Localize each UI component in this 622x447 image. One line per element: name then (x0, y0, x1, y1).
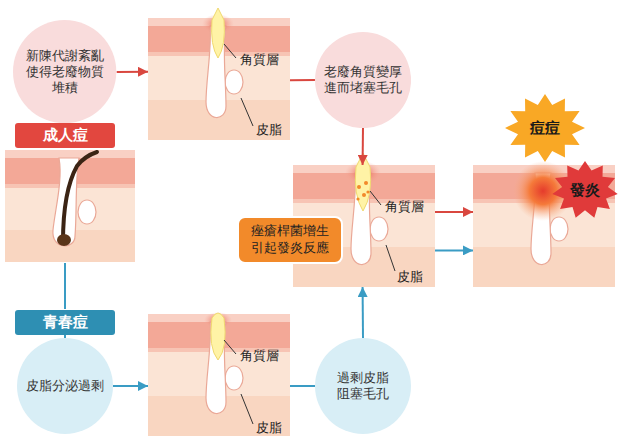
part-label: 角質層 (240, 52, 279, 68)
flow-arrow (435, 249, 473, 251)
flow-arrow (290, 385, 315, 387)
flow-arrow (117, 71, 148, 73)
category-text: 成人痘 (31, 126, 99, 145)
flow-arrow (290, 79, 315, 81)
part-label: 皮脂 (256, 122, 282, 138)
node-text: 皮脂分泌過剩 (26, 378, 104, 394)
cause-circle: 新陳代謝紊亂 使得老廢物質 堆積 (13, 20, 116, 123)
cause-circle: 過剩皮脂 阻塞毛孔 (315, 338, 411, 434)
flow-arrow (362, 287, 364, 338)
node-text: 新陳代謝紊亂 使得老廢物質 堆積 (24, 48, 106, 97)
skin-panel (148, 312, 290, 436)
starburst (552, 161, 617, 218)
part-label: 發炎 (570, 181, 600, 199)
starburst (505, 94, 618, 218)
cause-circle: 皮脂分泌過剩 (17, 338, 113, 434)
skin-section (5, 150, 135, 262)
node-text: 過剩皮脂 阻塞毛孔 (335, 370, 391, 403)
result-panel: 痘痘發炎 (473, 165, 615, 287)
flow-arrow (435, 211, 473, 213)
part-label: 角質層 (385, 199, 424, 215)
flow-arrow (64, 335, 66, 339)
flow-arrow (113, 385, 148, 387)
process-box: 痤瘡桿菌增生 引起發炎反應 (237, 216, 343, 264)
skin-panel (148, 8, 290, 140)
part-label: 皮脂 (256, 420, 282, 436)
category-label: 成人痘 (15, 123, 115, 148)
cause-circle: 老廢角質變厚 進而堵塞毛孔 (315, 32, 411, 128)
skin-panel: 角質層皮脂 (148, 314, 290, 436)
starburst (505, 94, 585, 162)
category-text: 青春痘 (31, 313, 99, 332)
part-label: 皮脂 (397, 269, 423, 285)
skin-panel: 角質層皮脂 (148, 18, 290, 140)
node-text: 痤瘡桿菌增生 引起發炎反應 (249, 223, 331, 257)
node-text: 老廢角質變厚 進而堵塞毛孔 (322, 64, 404, 97)
connector-line (64, 263, 66, 309)
part-label: 角質層 (240, 348, 279, 364)
category-label: 青春痘 (15, 310, 115, 335)
flow-arrow (362, 128, 364, 165)
part-label: 痘痘 (530, 119, 560, 137)
